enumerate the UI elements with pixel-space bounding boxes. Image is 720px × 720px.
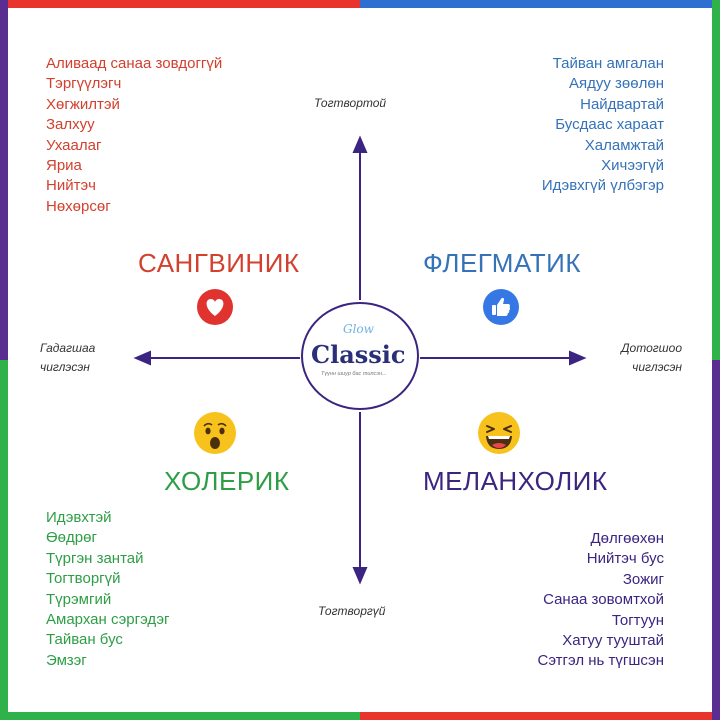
choleric-traits: Идэвхтэй Өөдрөг Түргэн зантай Тогтворгүй…: [46, 508, 169, 671]
sanguine-title: САНГВИНИК: [138, 248, 300, 278]
frame-bar-top-right: [360, 0, 720, 8]
frame-bar-bottom-left: [0, 712, 360, 720]
sanguine-trait: Яриа: [46, 157, 82, 175]
axis-label-right-line2: чиглэсэн: [632, 360, 682, 374]
sanguine-trait: Нийтэч: [46, 177, 96, 195]
sanguine-trait: Нөхөрсөг: [46, 197, 111, 215]
surprised-face-icon: [194, 412, 236, 454]
melancholic-trait: Сэтгэл нь түгшсэн: [537, 652, 665, 670]
choleric-title: ХОЛЕРИК: [164, 466, 290, 496]
logo-wordmark: Classic: [311, 340, 406, 369]
frame-bar-left-bottom: [0, 360, 8, 720]
axis-label-left-line2: чиглэсэн: [40, 360, 90, 374]
melancholic-trait: Нийтэч бус: [586, 550, 664, 568]
sanguine-trait: Хөгжилтэй: [46, 95, 120, 113]
melancholic-trait: Зожиг: [622, 570, 664, 588]
choleric-trait: Тайван бус: [46, 631, 123, 649]
logo-script: Glow: [343, 322, 374, 336]
frame-bar-right-top: [712, 0, 720, 360]
center-logo: Glow Classic Түүнн шиур бас типсэн...: [301, 302, 419, 410]
choleric-trait: Амархан сэргэдэг: [46, 611, 170, 629]
phlegmatic-trait: Тайван амгалан: [552, 55, 664, 72]
axis-label-right: Дотогшоо чиглэсэн: [621, 339, 682, 377]
choleric-trait: Тогтворгүй: [46, 570, 121, 588]
sanguine-trait: Аливаад санаа зовдоггүй: [46, 55, 223, 72]
frame-bar-right-bottom: [712, 360, 720, 720]
phlegmatic-trait: Найдвартай: [580, 95, 664, 113]
phlegmatic-traits: Тайван амгалан Аядуу зөөлөн Найдвартай Б…: [542, 54, 664, 197]
phlegmatic-trait: Идэвхгүй үлбэгэр: [541, 177, 664, 195]
arrow-head-top: [352, 135, 368, 153]
choleric-trait: Түргэн зантай: [46, 549, 144, 567]
melancholic-trait: Хатуу тууштай: [562, 632, 664, 650]
arrow-head-right: [569, 350, 587, 366]
choleric-trait: Эмзэг: [46, 651, 87, 669]
melancholic-traits: Дөлгөөхөн Нийтэч бус Зожиг Санаа зовомтх…: [538, 529, 665, 672]
frame-bar-left-top: [0, 0, 8, 360]
melancholic-trait: Санаа зовомтхой: [543, 591, 664, 609]
axis-label-top: Тогтвортой: [314, 96, 387, 110]
axis-label-left: Гадагшаа чиглэсэн: [40, 339, 95, 377]
arrow-head-bottom: [352, 567, 368, 585]
melancholic-trait: Тогтуун: [611, 611, 664, 629]
phlegmatic-trait: Аядуу зөөлөн: [569, 75, 664, 93]
laughing-face-icon: [478, 412, 520, 454]
frame-bar-top-left: [0, 0, 360, 8]
melancholic-trait: Дөлгөөхөн: [590, 530, 664, 547]
sanguine-trait: Ухаалаг: [46, 136, 102, 154]
frame-bar-bottom-right: [360, 712, 720, 720]
sanguine-trait: Тэргүүлэгч: [46, 75, 122, 93]
choleric-trait: Түрэмгий: [46, 590, 112, 608]
logo-tagline: Түүнн шиур бас типсэн...: [321, 371, 387, 377]
arrow-head-left: [133, 350, 151, 366]
choleric-trait: Өөдрөг: [46, 529, 97, 547]
phlegmatic-trait: Бусдаас хараат: [555, 116, 664, 134]
phlegmatic-title: ФЛЕГМАТИК: [423, 248, 581, 278]
sanguine-traits: Аливаад санаа зовдоггүй Тэргүүлэгч Хөгжи…: [46, 54, 222, 217]
axis-label-left-line1: Гадагшаа: [40, 341, 96, 355]
axis-label-right-line1: Дотогшоо: [621, 341, 682, 355]
phlegmatic-trait: Хичээгүй: [601, 157, 664, 175]
choleric-trait: Идэвхтэй: [46, 509, 112, 526]
axis-label-bottom: Тогтворгүй: [318, 604, 386, 618]
heart-icon: [197, 289, 233, 325]
sanguine-trait: Залхуу: [46, 116, 95, 134]
thumbs-up-icon: [483, 289, 519, 325]
melancholic-title: МЕЛАНХОЛИК: [423, 466, 608, 496]
phlegmatic-trait: Халамжтай: [584, 136, 664, 154]
